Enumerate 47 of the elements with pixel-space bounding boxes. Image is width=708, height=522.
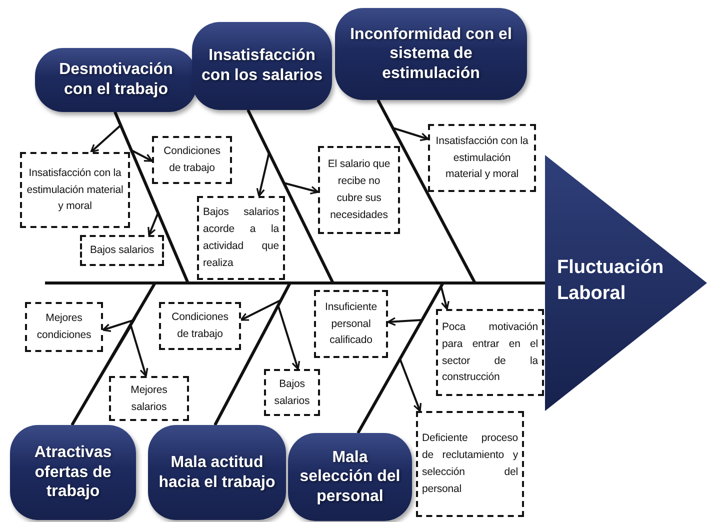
cause-text: Mejores salarios bbox=[130, 382, 168, 414]
cause-text: Bajos salarios bbox=[273, 376, 311, 408]
cause-box bbox=[109, 376, 189, 421]
arrow bbox=[247, 110, 319, 194]
cause-box bbox=[80, 235, 164, 266]
cause-text: Condiciones de trabajo bbox=[170, 310, 230, 342]
category-label: Mala selección del personal bbox=[298, 448, 402, 506]
bone-line bbox=[356, 282, 545, 434]
cause-text: Poca motivación para entrar en el sector de la construcción bbox=[442, 320, 538, 386]
category-box bbox=[35, 48, 197, 112]
category-box bbox=[288, 433, 412, 521]
category-label: Atractivas ofertas de trabajo bbox=[33, 443, 113, 502]
cause-text: El salario que recibe no cubre sus necesidades bbox=[326, 157, 392, 223]
category-label: Desmotivación con el trabajo bbox=[58, 60, 174, 100]
arrow bbox=[114, 112, 160, 236]
cause-text: Insatisfacción con la estimulación material y moral bbox=[26, 166, 124, 214]
cause-box bbox=[416, 411, 524, 517]
cause-box bbox=[428, 124, 536, 192]
cause-box bbox=[25, 302, 103, 352]
cause-box bbox=[152, 136, 232, 184]
cause-box bbox=[318, 146, 400, 234]
category-box bbox=[335, 8, 527, 100]
cause-box bbox=[314, 290, 388, 358]
cause-box bbox=[436, 309, 544, 396]
category-label: Insatisfacción con los salarios bbox=[200, 46, 324, 86]
arrow bbox=[357, 356, 422, 434]
category-box bbox=[148, 425, 286, 520]
cause-text: Deficiente proceso de reclutamiento y selección del personal bbox=[422, 431, 518, 497]
category-box bbox=[192, 22, 332, 110]
cause-text: Bajos salarios bbox=[90, 243, 154, 258]
cause-text: Insuficiente personal calificado bbox=[324, 300, 378, 348]
cause-box bbox=[264, 369, 320, 416]
cause-text: Bajos salarios acorde a la actividad que realiza bbox=[203, 205, 279, 271]
cause-text: Condiciones de trabajo bbox=[162, 144, 222, 176]
arrow bbox=[377, 100, 429, 142]
cause-text: Insatisfacción con la estimulación material y moral bbox=[434, 134, 530, 182]
arrow bbox=[71, 324, 148, 426]
category-box bbox=[10, 425, 136, 520]
cause-box bbox=[159, 302, 241, 350]
effect-label: Fluctuación Laboral bbox=[557, 256, 665, 306]
arrow bbox=[247, 110, 270, 197]
cause-text: Mejores condiciones bbox=[36, 311, 92, 343]
category-label: Mala actitud hacia el trabajo bbox=[158, 452, 276, 492]
arrow bbox=[214, 302, 300, 426]
cause-box bbox=[20, 152, 130, 228]
category-label: Inconformidad con el sistema de estimulación bbox=[349, 24, 513, 84]
cause-box bbox=[197, 196, 285, 280]
